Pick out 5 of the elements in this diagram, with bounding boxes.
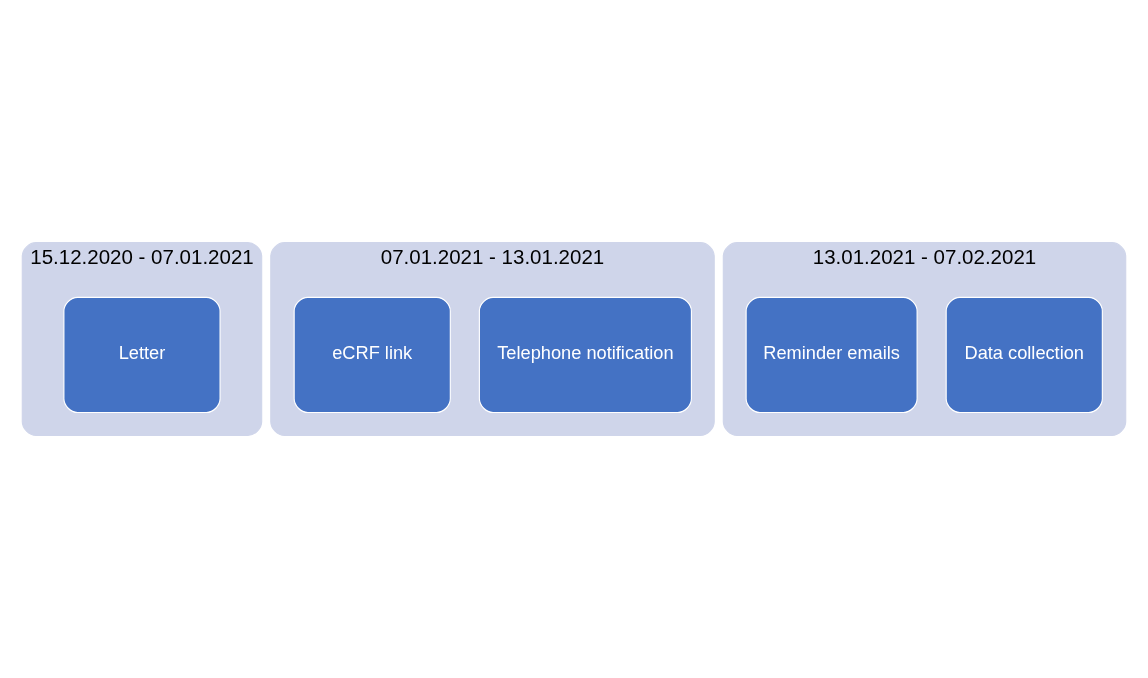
- node-box: Telephone notification: [478, 296, 692, 414]
- node-box: Data collection: [945, 296, 1103, 414]
- node-box: Letter: [63, 296, 221, 414]
- node-box: eCRF link: [293, 296, 451, 414]
- node-box: Reminder emails: [745, 296, 918, 414]
